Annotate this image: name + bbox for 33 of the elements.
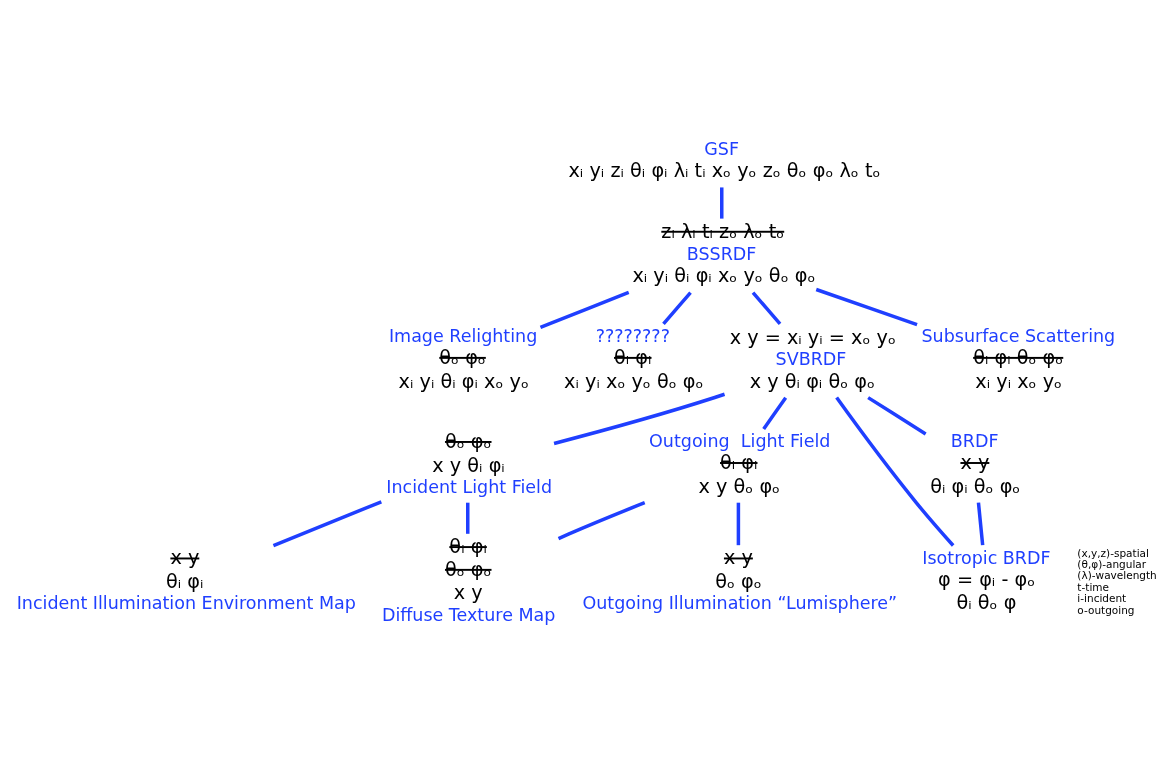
connector	[272, 499, 382, 547]
node-text: Image Relighting θₒ φₒ xᵢ yᵢ θᵢ φᵢ xₒ yₒ	[388, 325, 538, 393]
node-text: Outgoing Light Field θᵢ φᵢ x y θₒ φₒ	[649, 430, 831, 498]
node-text: zᵢ λᵢ tᵢ zₒ λₒ tₒ BSSRDF xᵢ yᵢ θᵢ φᵢ xₒ yₒ θₒ φₒ	[632, 219, 816, 287]
node-text: θᵢ φᵢ θₒ φₒ x y Diffuse Texture Map	[381, 534, 556, 625]
label: t-time	[1077, 580, 1110, 593]
connector	[466, 502, 470, 534]
node-text: x y θᵢ φᵢ Incident Illumination Environment Map	[16, 545, 356, 613]
label: i-incident	[1077, 591, 1127, 604]
node-text: GSF xᵢ yᵢ zᵢ θᵢ φᵢ λᵢ tᵢ xₒ yₒ zₒ θₒ φₒ λₒ tₒ	[568, 138, 881, 182]
node-text: BRDF x y θᵢ φᵢ θₒ φₒ	[930, 430, 1021, 498]
connector	[867, 395, 927, 435]
node-text: θₒ φₒ x y θᵢ φᵢ Incident Light Field	[386, 429, 553, 497]
connector	[815, 287, 918, 326]
connector	[835, 396, 955, 547]
node-text: ???????? θᵢ φᵢ xᵢ yᵢ xₒ yₒ θₒ φₒ	[564, 325, 704, 393]
connector	[553, 392, 726, 445]
node-text: x y = xᵢ yᵢ = xₒ yₒ SVBRDF x y θᵢ φᵢ θₒ φₒ	[729, 325, 896, 393]
connector	[720, 186, 724, 219]
label: (θ,φ)-angular	[1077, 557, 1147, 570]
connector	[539, 290, 630, 329]
connector	[662, 291, 692, 325]
label: (x,y,z)-spatial	[1077, 546, 1149, 559]
node-text: x y θₒ φₒ Outgoing Illumination “Lumisphere”	[582, 545, 898, 613]
node-text: Isotropic BRDF φ = φᵢ - φₒ θᵢ θₒ φ	[922, 547, 1051, 614]
connector	[751, 291, 782, 325]
node-text: Subsurface Scattering θᵢ φᵢ θₒ φₒ xᵢ yᵢ xₒ yₒ	[921, 325, 1116, 393]
connector	[736, 502, 741, 545]
connector	[976, 502, 985, 545]
label: o-outgoing	[1077, 603, 1135, 615]
label: (λ)-wavelength	[1077, 568, 1157, 581]
connector	[557, 500, 646, 540]
connector	[762, 396, 788, 430]
